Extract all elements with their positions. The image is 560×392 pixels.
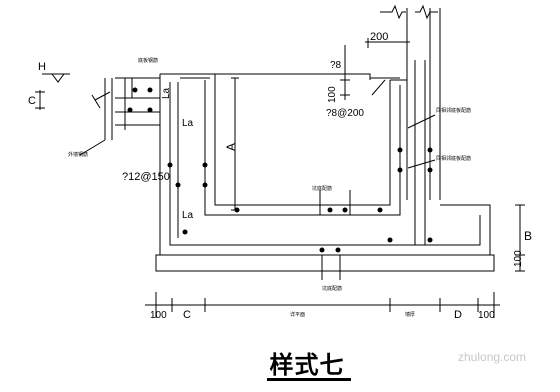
dim-100-bottom-right: 100 (478, 310, 495, 321)
dim-100-side: 100 (327, 86, 338, 103)
dim-100-right: 100 (513, 250, 524, 267)
la-label-2: La (182, 118, 194, 129)
note-left: 外墙钢筋 (68, 151, 88, 158)
dim-c-label: C (28, 95, 36, 107)
note-span: 详平面 (290, 311, 305, 318)
note-wall: 墙厚 (405, 311, 415, 318)
dim-a-label: A (224, 143, 238, 151)
dim-100-bottom-left: 100 (150, 310, 167, 321)
level-label: H (38, 61, 46, 73)
drawing-caption: 样式七 (269, 350, 345, 379)
caption-underline (267, 378, 351, 381)
la-label-1: La (161, 87, 172, 99)
note-top: 底板钢筋 (138, 57, 158, 64)
left-slab (35, 73, 160, 140)
dimension-lines (79, 38, 525, 318)
pit-outline (155, 73, 495, 272)
note-pit-top: 坑底配筋 (312, 185, 332, 192)
dim-d-label: D (454, 309, 462, 321)
rebar (169, 60, 481, 246)
rebar-8-200-label: ?8@200 (326, 108, 364, 119)
dim-b-label: B (524, 229, 532, 243)
watermark: zhulong.com (458, 350, 527, 364)
note-right-1: 同相邻底板配筋 (436, 107, 471, 114)
la-label-3: La (182, 210, 194, 221)
rebar-dots (127, 87, 433, 253)
rebar-8-label: ?8 (330, 60, 342, 71)
rebar-12-label: ?12@150 (122, 171, 170, 183)
dim-c-bottom: C (183, 309, 191, 321)
dim-200-label: 200 (370, 31, 388, 43)
note-pit-bottom: 坑底配筋 (322, 285, 342, 292)
note-right-2: 同相邻底板配筋 (436, 155, 471, 162)
